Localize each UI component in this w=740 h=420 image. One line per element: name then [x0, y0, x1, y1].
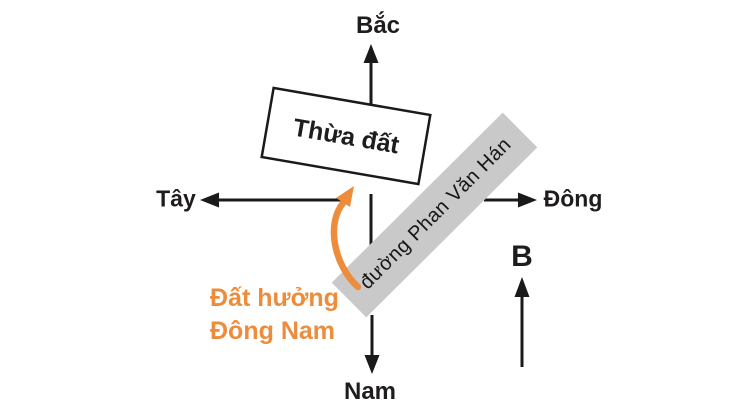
west-arrow-icon	[200, 192, 345, 208]
north-indicator-label: B	[511, 240, 533, 273]
orientation-note-line2: Đông Nam	[210, 317, 335, 345]
south-arrow-icon	[364, 315, 380, 374]
label-north: Bắc	[355, 12, 401, 39]
north-arrow-icon	[363, 44, 379, 108]
label-south: Nam	[343, 378, 397, 405]
b-north-arrow-icon	[514, 277, 530, 367]
orientation-note-line1: Đất hưởng	[210, 284, 339, 312]
road-band	[331, 112, 538, 318]
label-east: Đông	[543, 185, 603, 212]
land-plot-outline	[260, 86, 432, 186]
east-arrow-icon	[484, 192, 537, 208]
orientation-note: Đất hưởng Đông Nam	[210, 282, 339, 348]
label-west: Tây	[156, 185, 196, 212]
facing-direction-arrow-icon	[330, 186, 362, 291]
